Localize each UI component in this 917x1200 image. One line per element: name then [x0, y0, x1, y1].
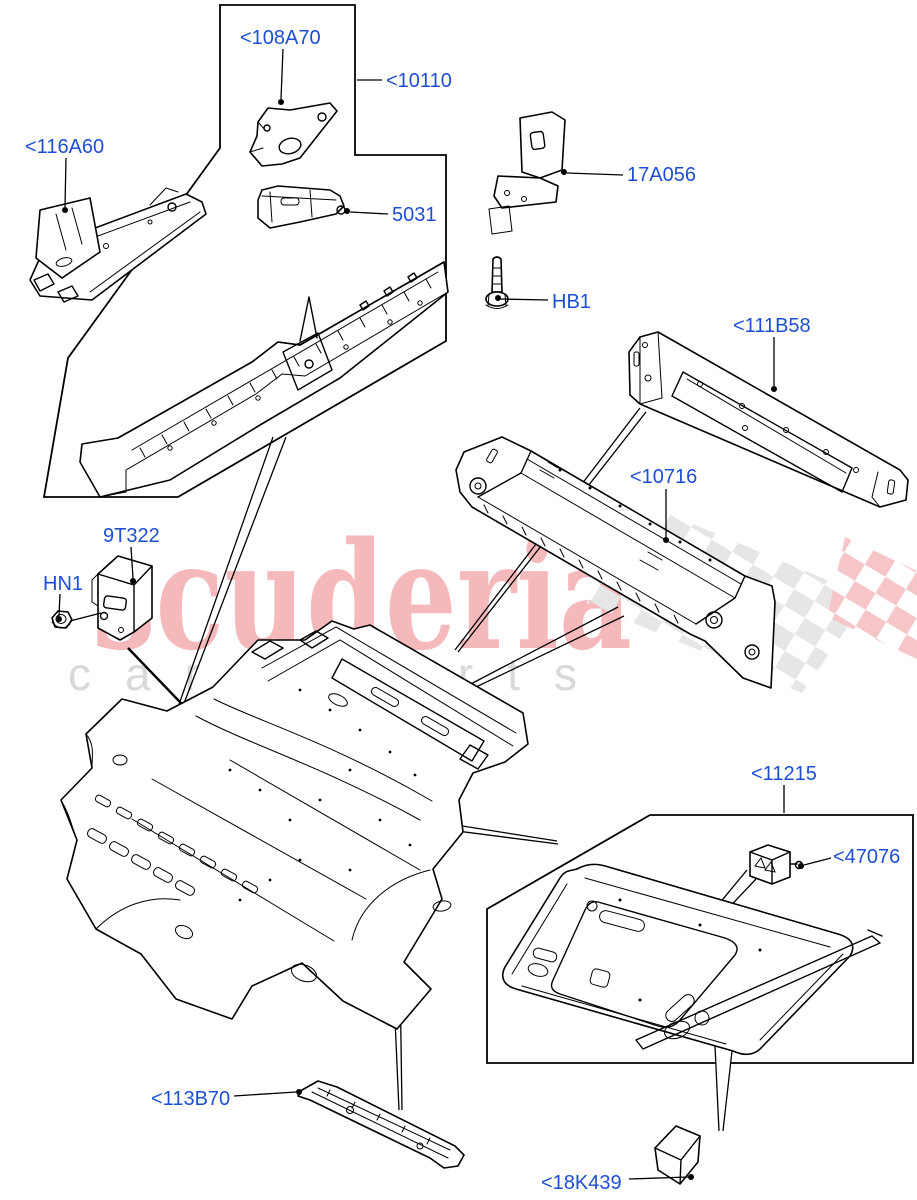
part-label-5031[interactable]: 5031: [392, 204, 437, 226]
part-label-10110[interactable]: <10110: [386, 70, 452, 92]
part-47076-drawing: [749, 844, 804, 885]
rail-flange-hatching: [139, 278, 432, 458]
part-label-18K439[interactable]: <18K439: [541, 1172, 622, 1194]
part-label-108A70[interactable]: <108A70: [240, 27, 321, 49]
sill-slots: [87, 794, 259, 896]
panel-hatching: [483, 504, 679, 624]
main-floor-pan-drawing: [60, 620, 529, 1030]
floor-spot-welds: [228, 688, 417, 902]
rail-holes: [167, 300, 423, 451]
part-11215-drawing: [501, 863, 883, 1056]
part-label-9T322[interactable]: 9T322: [103, 525, 160, 547]
part-label-HN1[interactable]: HN1: [43, 573, 83, 595]
part-labels: <108A70 <10110 <116A60 5031 17A056 HB1 <…: [25, 27, 900, 1194]
part-label-47076[interactable]: <47076: [833, 846, 900, 868]
panel-spot-welds: [558, 468, 712, 562]
part-10716-drawing: [455, 436, 776, 689]
part-116A60-drawing: [29, 187, 207, 303]
part-5031-drawing: [257, 185, 346, 229]
part-label-17A056[interactable]: 17A056: [627, 164, 696, 186]
checkered-flag-pink: [827, 537, 917, 659]
part-18K439-drawing: [654, 1125, 701, 1185]
part-113B70-drawing: [297, 1080, 465, 1169]
part-HN1-nut-drawing: [51, 610, 102, 629]
assembly-box-11215: [486, 814, 914, 1064]
watermark: scuderia car parts: [68, 507, 917, 700]
label-leaders: [56, 48, 832, 1180]
part-9T322-drawing: [91, 555, 153, 641]
part-label-HB1[interactable]: HB1: [552, 291, 591, 313]
part-label-11215[interactable]: <11215: [751, 763, 817, 785]
part-label-10716[interactable]: <10716: [630, 466, 697, 488]
part-111B58-drawing: [628, 331, 909, 508]
part-108A70-drawing: [249, 102, 338, 167]
part-label-116A60[interactable]: <116A60: [25, 136, 104, 158]
part-label-111B58[interactable]: <111B58: [733, 315, 811, 337]
part-10110-rail-drawing: [79, 261, 449, 498]
part-label-113B70[interactable]: <113B70: [151, 1088, 230, 1110]
part-17A056-drawing: [488, 111, 566, 235]
